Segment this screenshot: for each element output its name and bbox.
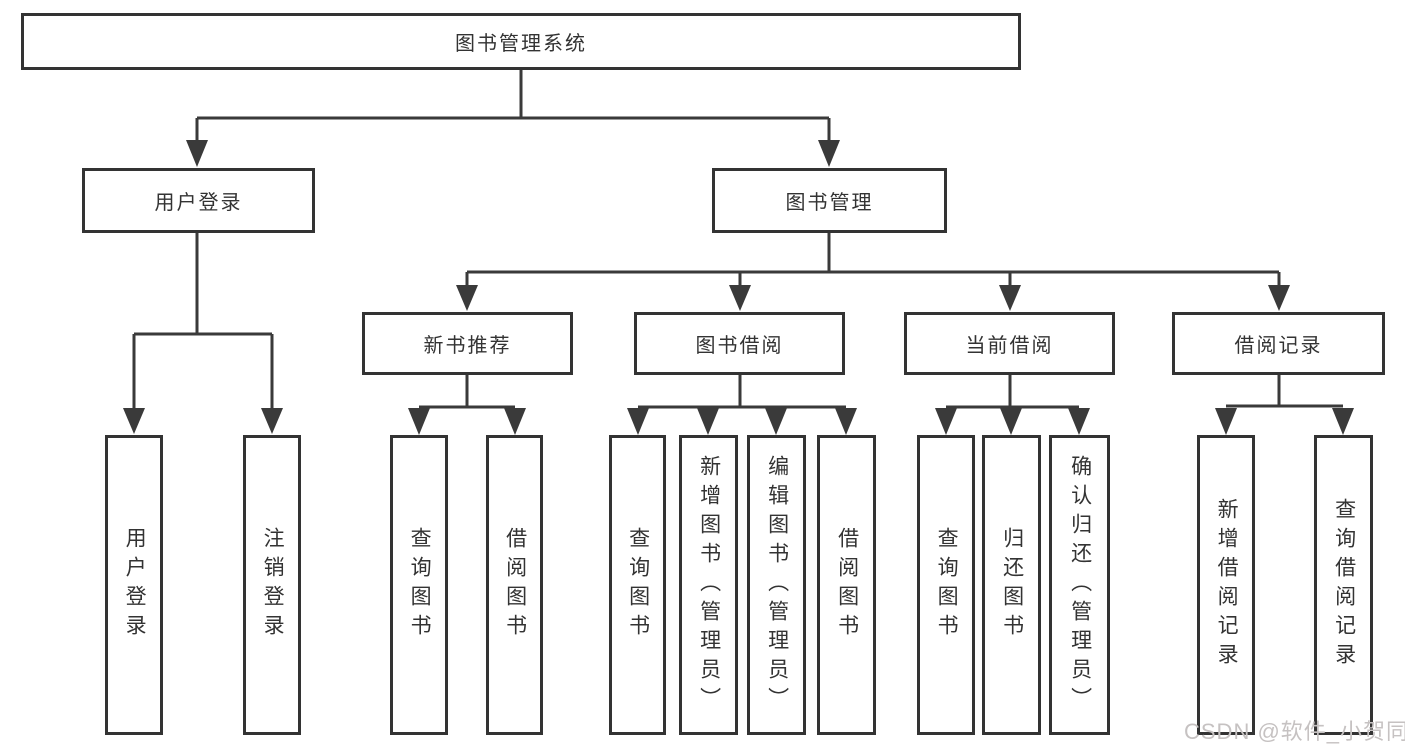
watermark: CSDN @软件_小贺同学 [1184,719,1405,744]
leaf-query-book-borrow: 查询图书 [609,435,666,735]
leaf-confirm-return-admin: 确认归还（管理员） [1049,435,1110,735]
leaf-borrow-book-borrow: 借阅图书 [817,435,876,735]
leaf-query-book-current: 查询图书 [917,435,975,735]
node-current-borrow: 当前借阅 [904,312,1115,375]
leaf-query-book-newrec: 查询图书 [390,435,448,735]
leaf-add-borrow-record: 新增借阅记录 [1197,435,1255,735]
node-new-book-recommend: 新书推荐 [362,312,573,375]
leaf-add-book-admin: 新增图书（管理员） [679,435,738,735]
node-borrow-record: 借阅记录 [1172,312,1385,375]
leaf-borrow-book-newrec: 借阅图书 [486,435,543,735]
leaf-query-borrow-record: 查询借阅记录 [1314,435,1373,735]
leaf-user-login: 用户登录 [105,435,163,735]
node-user-login: 用户登录 [82,168,315,233]
node-root: 图书管理系统 [21,13,1021,70]
node-book-management: 图书管理 [712,168,947,233]
node-book-borrow: 图书借阅 [634,312,845,375]
leaf-return-book: 归还图书 [982,435,1041,735]
leaf-edit-book-admin: 编辑图书（管理员） [747,435,806,735]
leaf-logout: 注销登录 [243,435,301,735]
